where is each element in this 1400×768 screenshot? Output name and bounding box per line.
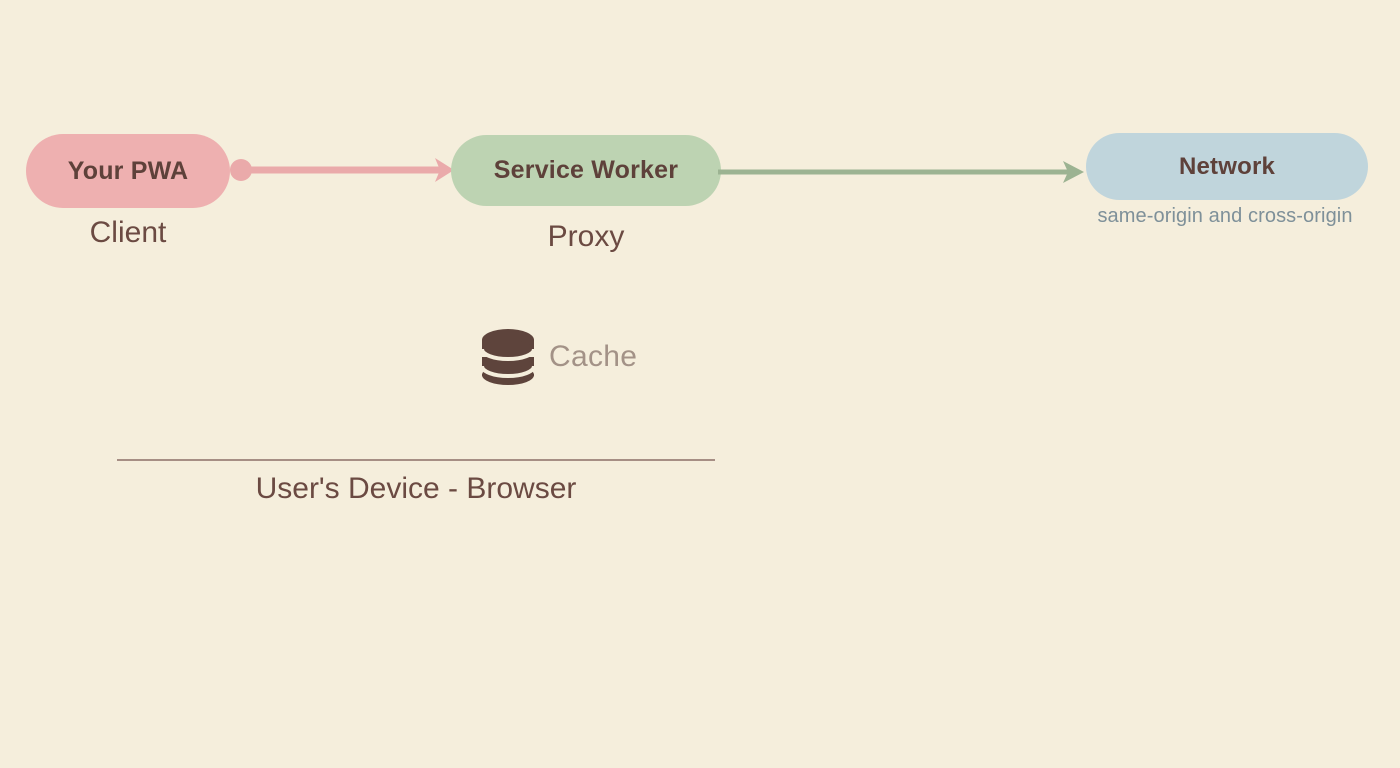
cache-label: Cache (549, 340, 638, 373)
node-your-pwa-label: Your PWA (67, 156, 189, 185)
device-boundary-label: User's Device - Browser (255, 472, 577, 505)
device-boundary-line (117, 459, 715, 461)
node-service-worker-caption: Proxy (547, 220, 625, 253)
cache-storage-group[interactable]: Cache (481, 328, 637, 386)
node-network-label: Network (1178, 152, 1276, 180)
node-your-pwa[interactable]: Your PWA (26, 134, 230, 208)
node-network-caption: same-origin and cross-origin (1097, 205, 1353, 227)
database-icon (481, 329, 535, 385)
node-service-worker[interactable]: Service Worker (451, 135, 721, 206)
connector-arrowhead-icon (435, 158, 454, 182)
connector-pwa-to-service-worker (230, 158, 454, 182)
node-service-worker-label: Service Worker (493, 156, 679, 184)
connector-arrowhead-icon (1063, 161, 1084, 183)
node-network[interactable]: Network (1086, 133, 1368, 200)
node-your-pwa-caption: Client (89, 216, 167, 249)
connector-service-worker-to-network (718, 161, 1084, 183)
